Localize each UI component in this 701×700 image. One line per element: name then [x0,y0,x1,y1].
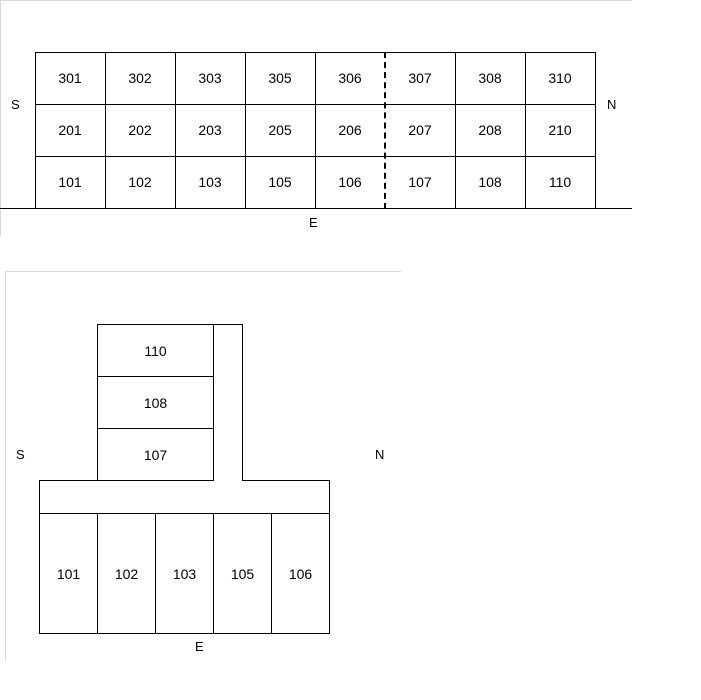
corridor-wall [329,480,330,514]
top-col-divider [105,52,106,209]
room-cell: 108 [478,174,502,190]
bottom-south-label: S [16,447,25,462]
room-cell: 208 [478,122,502,138]
room-cell: 205 [268,122,292,138]
room-cell: 305 [268,70,292,86]
base-room: 102 [97,513,156,634]
top-ground-line [0,208,632,209]
room-cell: 303 [198,70,222,86]
room-cell: 207 [408,122,432,138]
room-cell: 301 [58,70,82,86]
room-cell: 302 [128,70,152,86]
corridor-wall [39,480,98,481]
corridor-wall [39,480,40,514]
wing-room: 110 [97,324,214,377]
top-dashed-divider [384,52,386,209]
top-frame-left-line [0,0,1,236]
room-cell: 103 [198,174,222,190]
room-cell: 206 [338,122,362,138]
room-cell: 110 [548,174,572,190]
wing-room: 107 [97,428,214,481]
top-east-label: E [309,215,318,230]
room-cell: 308 [478,70,502,86]
corridor-wall [242,480,330,481]
room-cell: 107 [408,174,432,190]
room-cell: 203 [198,122,222,138]
bottom-frame-line [5,271,401,272]
base-room: 101 [39,513,98,634]
room-cell: 102 [128,174,152,190]
room-cell: 210 [548,122,572,138]
room-cell: 105 [268,174,292,190]
top-south-label: S [11,97,20,112]
room-cell: 201 [58,122,82,138]
base-room: 106 [271,513,330,634]
base-room: 105 [213,513,272,634]
room-cell: 310 [548,70,572,86]
bottom-frame-left-line [5,271,6,661]
base-room: 103 [155,513,214,634]
room-cell: 106 [338,174,362,190]
bottom-east-label: E [195,639,204,654]
top-col-divider [315,52,316,209]
room-cell: 307 [408,70,432,86]
top-north-label: N [607,97,617,112]
top-col-divider [525,52,526,209]
bottom-north-label: N [375,447,385,462]
room-cell: 306 [338,70,362,86]
room-cell: 101 [58,174,82,190]
corridor-wall [213,324,242,325]
room-cell: 202 [128,122,152,138]
corridor-wall [242,324,243,481]
top-frame-line [0,0,632,1]
wing-room: 108 [97,376,214,429]
top-col-divider [245,52,246,209]
top-col-divider [455,52,456,209]
top-col-divider [175,52,176,209]
